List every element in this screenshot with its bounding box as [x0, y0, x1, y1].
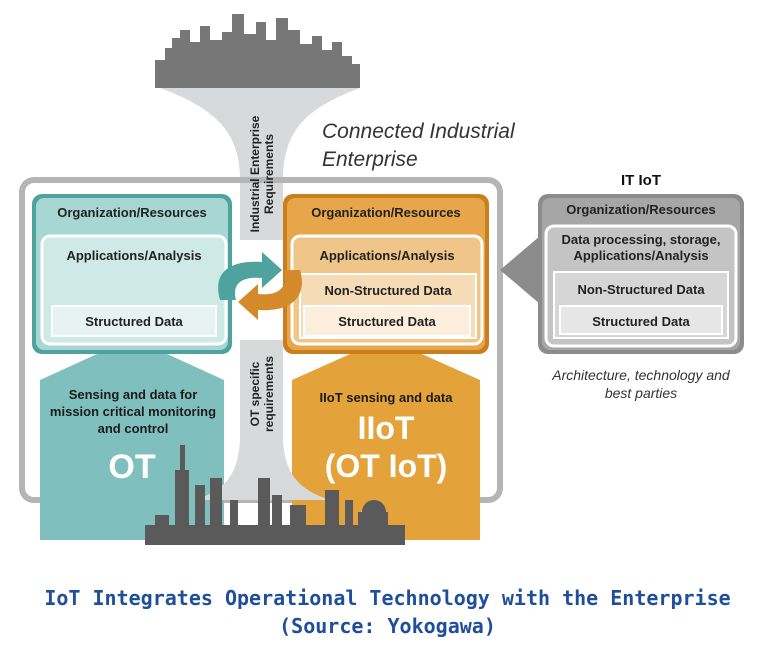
top-funnel-label: Industrial Enterprise Requirements: [248, 115, 276, 233]
ot-org-label: Organization/Resources: [57, 205, 207, 220]
it-iot-connector-arrow: [500, 236, 540, 304]
iiot-structured-label: Structured Data: [338, 314, 436, 329]
iiot-house-desc: IIoT sensing and data: [319, 390, 453, 405]
it-iot-note: Architecture, technology and best partie…: [552, 367, 730, 401]
diagram-title: Connected Industrial Enterprise: [322, 120, 515, 171]
caption-line-1: IoT Integrates Operational Technology wi…: [44, 586, 731, 610]
it-iot-structured-panel: [559, 305, 723, 335]
ot-structured-panel: [51, 305, 217, 337]
it-iot-structured-label: Structured Data: [592, 314, 690, 329]
ot-house-title: OT: [108, 448, 156, 486]
bottom-funnel-label: OT specific requirements: [248, 355, 276, 433]
exchange-cycle-icon: [218, 252, 302, 320]
iiot-house-title: IIoT: [357, 410, 415, 446]
iiot-house-subtitle: (OT IoT): [324, 448, 448, 484]
ot-apps-label: Applications/Analysis: [66, 248, 202, 263]
caption-line-2: (Source: Yokogawa): [279, 614, 496, 638]
refinery-icon: [145, 445, 405, 545]
iiot-org-label: Organization/Resources: [311, 205, 461, 220]
iiot-apps-label: Applications/Analysis: [319, 248, 455, 263]
top-funnel: [160, 88, 360, 240]
bottom-funnel: [195, 340, 330, 500]
it-iot-heading: IT IoT: [621, 172, 661, 189]
it-iot-nonstructured-label: Non-Structured Data: [577, 282, 705, 297]
ot-structured-label: Structured Data: [85, 314, 183, 329]
it-iot-apps-label: Data processing, storage, Applications/A…: [561, 232, 721, 263]
iiot-structured-panel: [303, 305, 471, 337]
it-iot-org-label: Organization/Resources: [566, 202, 716, 217]
diagram-graphics: [19, 14, 744, 545]
ot-house-desc: Sensing and data for mission critical mo…: [49, 387, 217, 436]
iiot-nonstructured-label: Non-Structured Data: [324, 283, 452, 298]
city-skyline-icon: [155, 14, 360, 88]
iiot-house: [292, 338, 480, 540]
